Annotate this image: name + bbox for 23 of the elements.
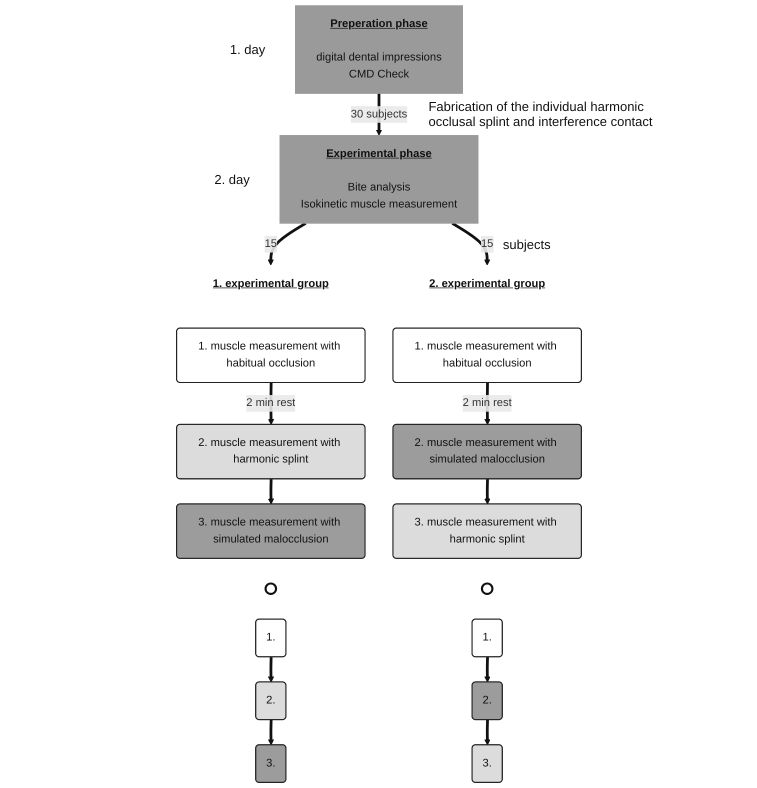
arrow (484, 657, 490, 683)
arrow (484, 720, 490, 746)
edge-label: 2 min rest (462, 397, 512, 410)
node-circle (480, 582, 493, 596)
arrow (267, 657, 274, 683)
day-label: 1. day (230, 42, 266, 58)
arrow (484, 479, 490, 505)
edge-label: 2 min rest (246, 397, 295, 410)
edge-annotation: subjects (502, 236, 551, 252)
edge-label: 15 (480, 238, 493, 250)
node-box: Experimental phase Bite analysis Isokinetic muscle measurement (279, 135, 478, 224)
edge-label: 30 subjects (350, 108, 407, 120)
node-circle (264, 582, 277, 596)
arrow (267, 222, 306, 266)
day-label: 2. day (214, 172, 250, 187)
node-text: 2. experimental group (428, 278, 545, 290)
arrow (267, 720, 274, 746)
annotation-text: Fabrication of the individual harmonic occlusal splint and interference contact (428, 99, 654, 130)
node-box: Preperation phase digital dental impressions CMD Check (294, 5, 462, 94)
arrow (451, 222, 490, 266)
edge-label: 15 (264, 238, 277, 250)
node-text: 1. experimental group (212, 278, 328, 290)
arrow (267, 479, 274, 505)
